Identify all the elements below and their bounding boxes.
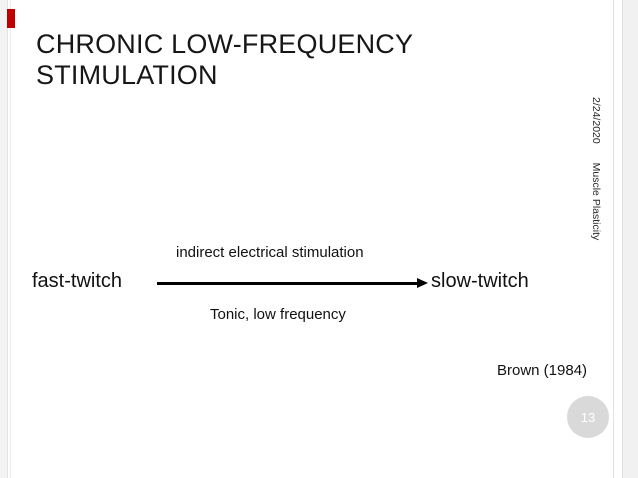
slide-right-edge-line bbox=[613, 0, 614, 478]
arrow-shaft bbox=[157, 282, 419, 285]
side-margin-deck-title: Muscle Plasticity bbox=[590, 162, 602, 241]
diagram-label-below-arrow: Tonic, low frequency bbox=[210, 306, 346, 323]
slide-left-edge-line bbox=[10, 0, 11, 478]
side-margin-date: 2/24/2020 bbox=[590, 97, 602, 144]
red-accent-bar bbox=[7, 9, 15, 28]
viewer-right-gutter bbox=[622, 0, 638, 478]
diagram-term-fast-twitch: fast-twitch bbox=[32, 270, 123, 292]
page-number-badge: 13 bbox=[567, 396, 609, 438]
slide-title-line1: CHRONIC LOW-FREQUENCY bbox=[36, 29, 414, 59]
diagram-term-slow-twitch: slow-twitch bbox=[431, 270, 529, 292]
diagram-label-above-arrow: indirect electrical stimulation bbox=[176, 244, 364, 261]
arrow-head bbox=[417, 278, 428, 288]
slide-title-line2: STIMULATION bbox=[36, 60, 218, 90]
citation-text: Brown (1984) bbox=[497, 362, 588, 379]
slide-title: CHRONIC LOW-FREQUENCY STIMULATION bbox=[36, 29, 413, 91]
viewer-left-gutter bbox=[0, 0, 8, 478]
side-margin-text: 2/24/2020 Muscle Plasticity bbox=[589, 97, 602, 240]
page-number: 13 bbox=[580, 409, 596, 425]
fast-to-slow-arrow-icon bbox=[157, 277, 428, 289]
